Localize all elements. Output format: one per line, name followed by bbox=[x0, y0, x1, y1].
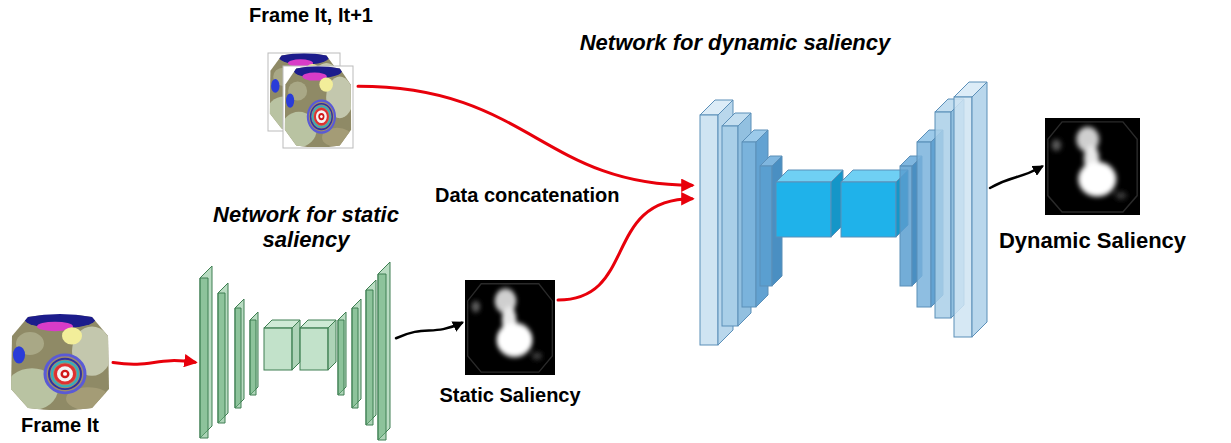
node-label: Network for dynamic saliency bbox=[545, 30, 925, 55]
frame-image bbox=[6, 309, 112, 410]
node-label: Frame It bbox=[2, 414, 118, 437]
data-flow-arrow bbox=[358, 86, 692, 185]
dynamic-network-layers bbox=[700, 82, 987, 345]
node-label: Dynamic Saliency bbox=[975, 228, 1210, 253]
frame-stack bbox=[266, 49, 353, 148]
input-frame: Frame It bbox=[10, 315, 110, 410]
node-label: Network for static saliency bbox=[212, 202, 400, 253]
frame-pair: Frame It, It+1 bbox=[268, 52, 355, 150]
data-flow-arrow bbox=[113, 361, 195, 365]
annotation-label: Data concatenation bbox=[432, 183, 622, 207]
node-label: Static Saliency bbox=[423, 384, 597, 407]
data-flow-arrow bbox=[558, 199, 692, 300]
dynamic-saliency-image: Dynamic Saliency bbox=[1045, 118, 1140, 215]
dynamic-network: Network for dynamic saliency bbox=[695, 80, 987, 350]
static-saliency-map bbox=[465, 280, 555, 375]
static-network: Network for static saliency bbox=[198, 255, 393, 440]
output-arrow bbox=[990, 167, 1042, 189]
static-saliency-image: Static Saliency bbox=[465, 280, 555, 375]
dynamic-saliency-map bbox=[1045, 118, 1140, 215]
static-network-layers bbox=[200, 262, 390, 440]
node-label: Frame It, It+1 bbox=[216, 4, 406, 27]
output-arrow bbox=[396, 323, 462, 339]
